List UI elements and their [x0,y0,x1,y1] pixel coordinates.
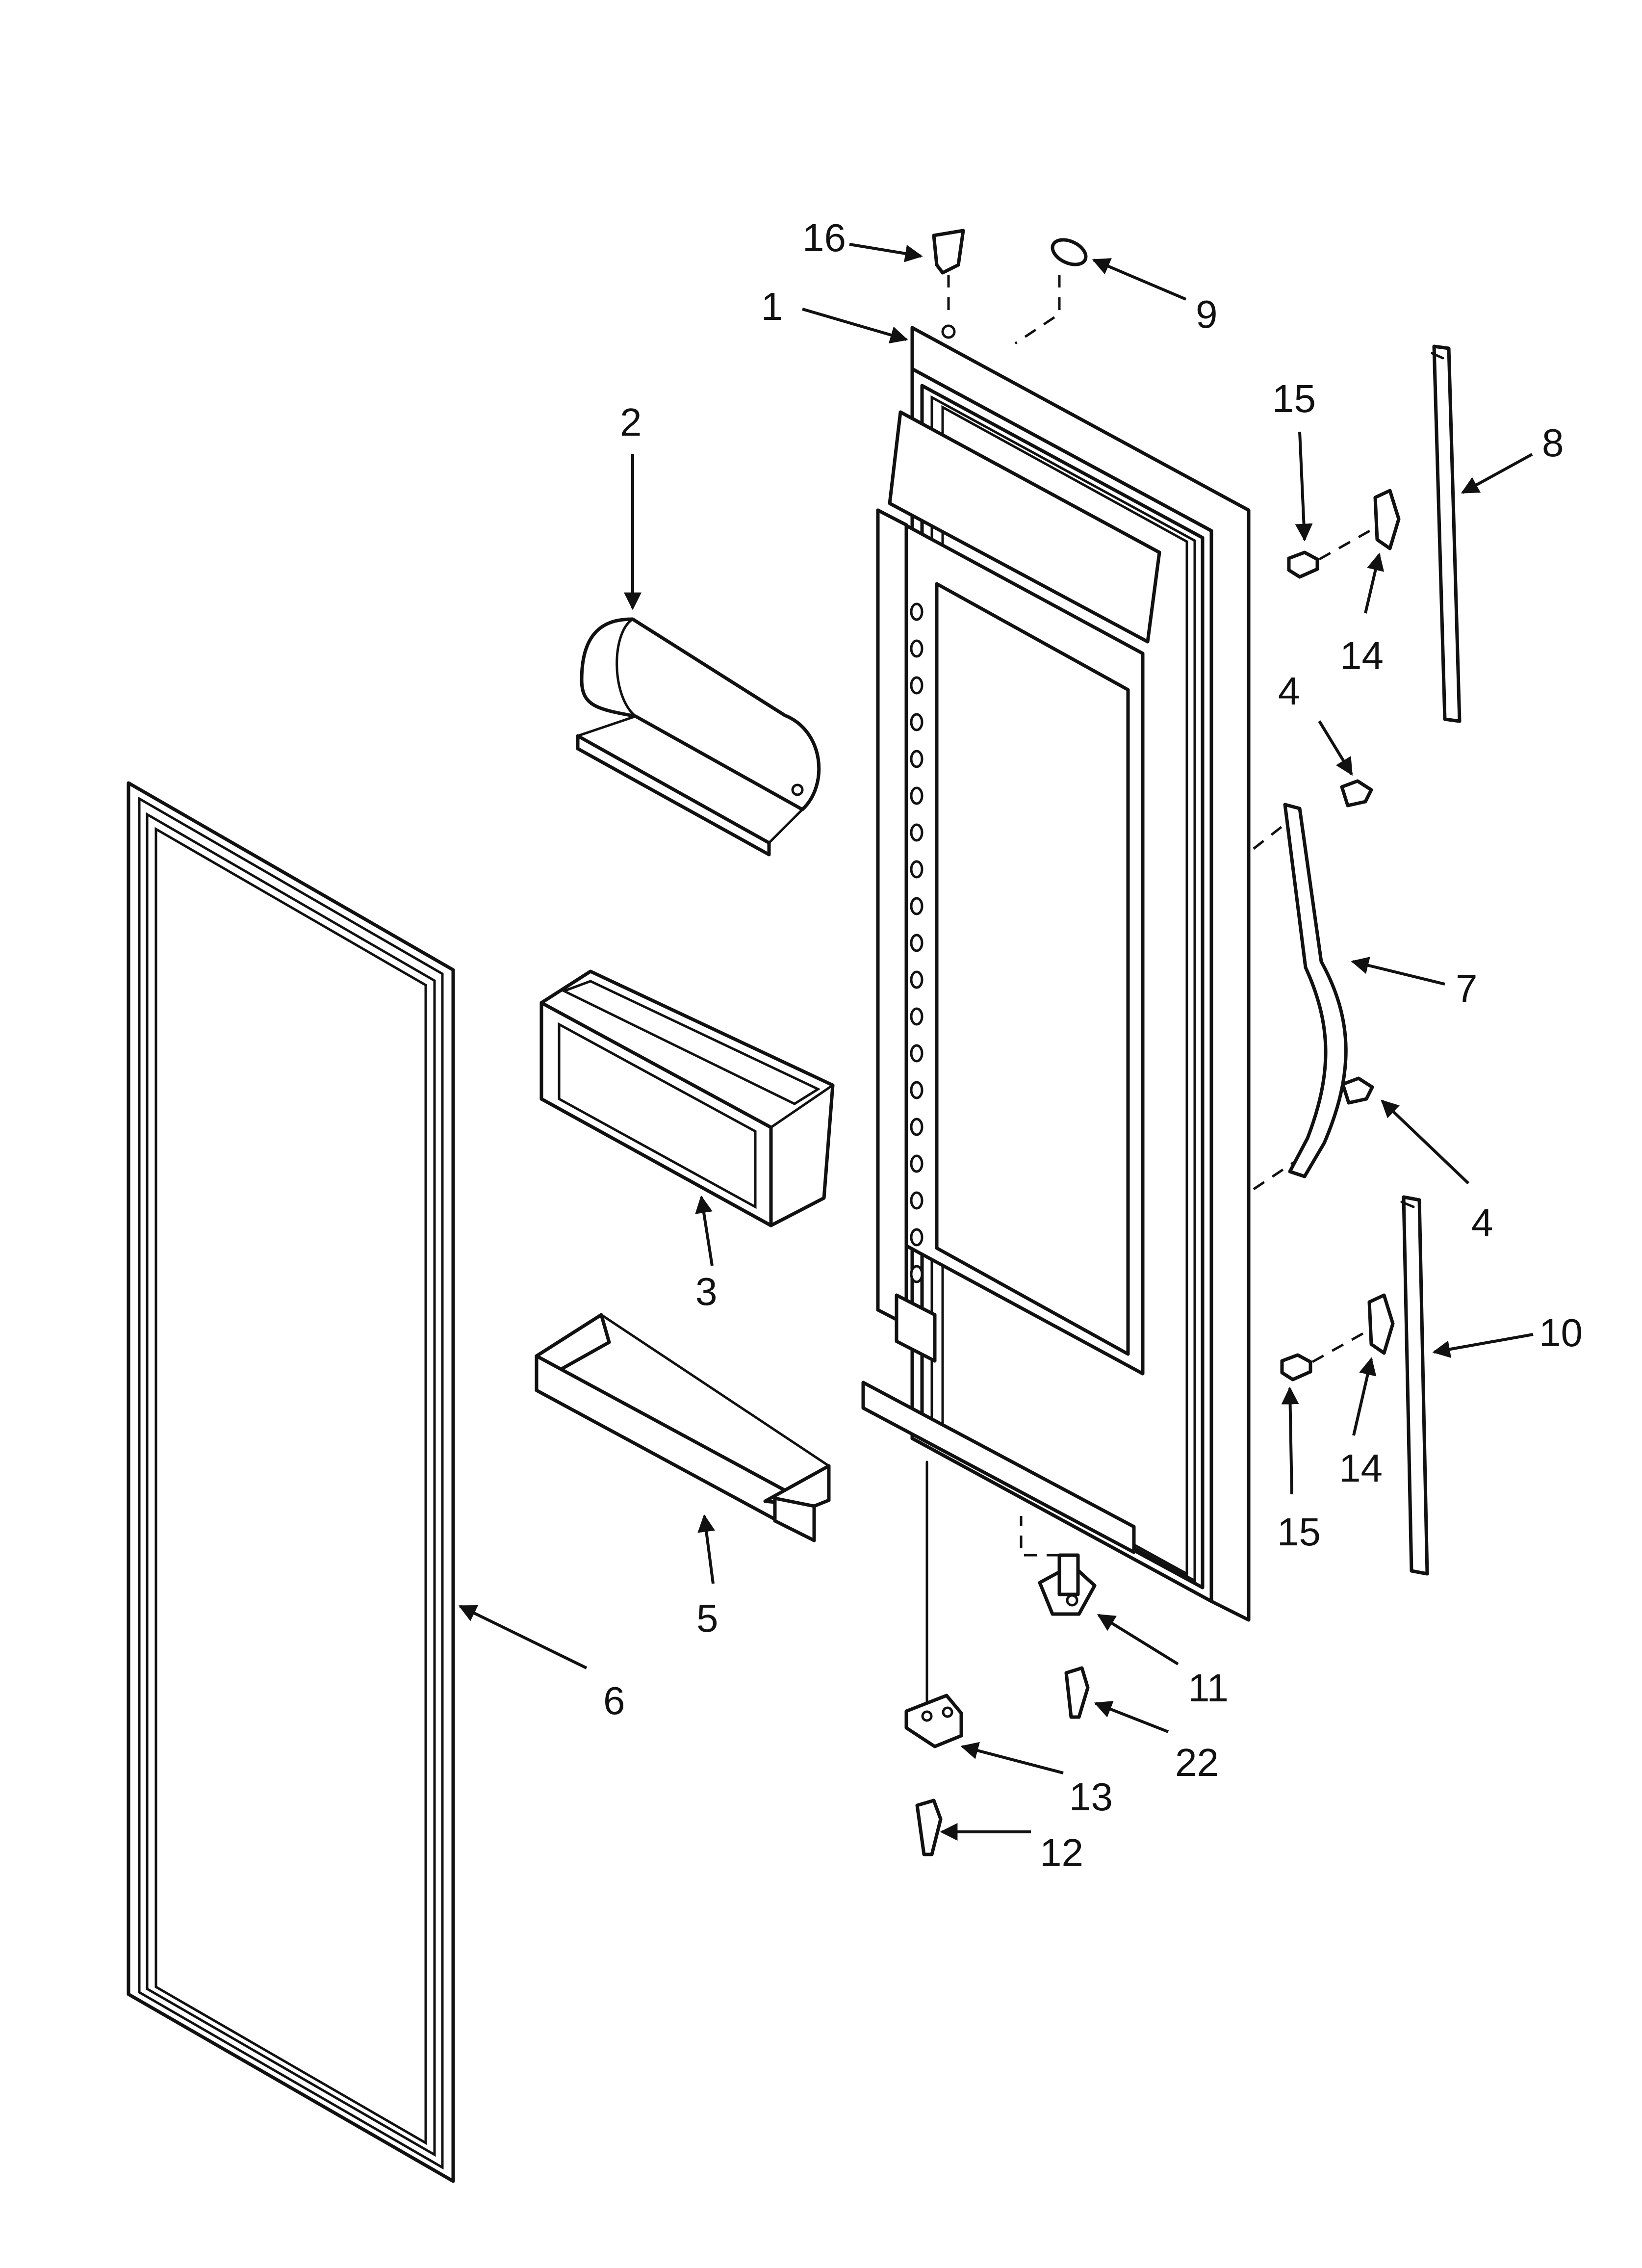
callout-16: 16 [802,216,846,260]
callout-2: 2 [620,400,642,444]
callout-12: 12 [1040,1831,1083,1875]
door-stop-bracket [904,1460,963,1748]
door-trim-upper [1431,344,1462,723]
callout-15-upper: 15 [1272,377,1316,420]
callout-6: 6 [603,1679,625,1722]
trim-clip-upper [1373,489,1401,550]
handle-screw-upper [1340,779,1373,808]
callout-7: 7 [1456,966,1478,1010]
door-bin [539,969,835,1227]
callout-9: 9 [1196,292,1218,336]
trim-clip-lower [1367,1293,1395,1355]
plug-button [932,229,965,339]
handle-screw-lower [1341,1076,1374,1105]
screw-lower [1280,1329,1369,1382]
leader-lines [458,243,1534,1841]
hinge-bushing [1020,1516,1097,1616]
callout-4-upper: 4 [1278,669,1300,713]
callout-14-lower: 14 [1339,1446,1383,1490]
callout-11: 11 [1188,1666,1229,1710]
callout-10: 10 [1539,1311,1583,1355]
callout-14-upper: 14 [1340,634,1384,678]
door-liner-holes [910,602,924,1283]
door-liner [861,326,1251,1622]
cap-clip [1014,238,1088,345]
screw-upper [1287,527,1374,579]
callout-5: 5 [696,1596,718,1640]
callout-4-lower: 4 [1471,1201,1493,1245]
callout-13: 13 [1069,1775,1113,1819]
door-gasket [127,781,455,2183]
door-trim-lower [1400,1195,1429,1576]
stop-screw [915,1799,943,1856]
hinge-screw [1064,1666,1090,1719]
callout-1: 1 [761,285,783,328]
callout-3: 3 [695,1270,718,1313]
door-handle [1253,803,1348,1191]
callout-22: 22 [1175,1741,1219,1784]
callout-15-lower: 15 [1277,1510,1321,1554]
callout-8: 8 [1542,421,1564,465]
callout-labels: 16 1 9 2 15 8 14 4 7 4 3 10 14 15 5 6 11… [603,216,1583,1875]
door-shelf-bar [535,1313,831,1542]
dairy-bin [576,617,821,857]
